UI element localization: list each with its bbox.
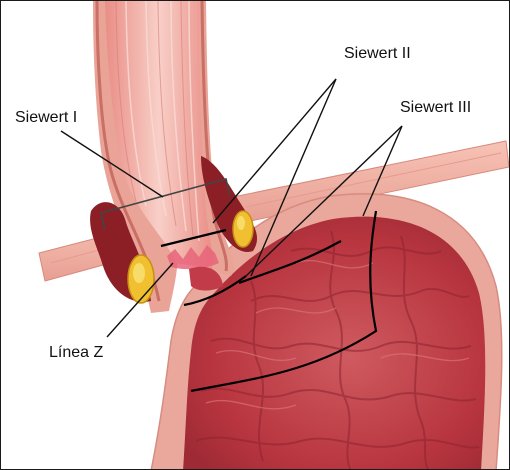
siewert-1-label: Siewert I	[15, 109, 77, 127]
siewert-3-label: Siewert III	[400, 99, 471, 117]
siewert-2-label: Siewert II	[344, 45, 411, 63]
linea-z-label: Línea Z	[49, 344, 103, 362]
